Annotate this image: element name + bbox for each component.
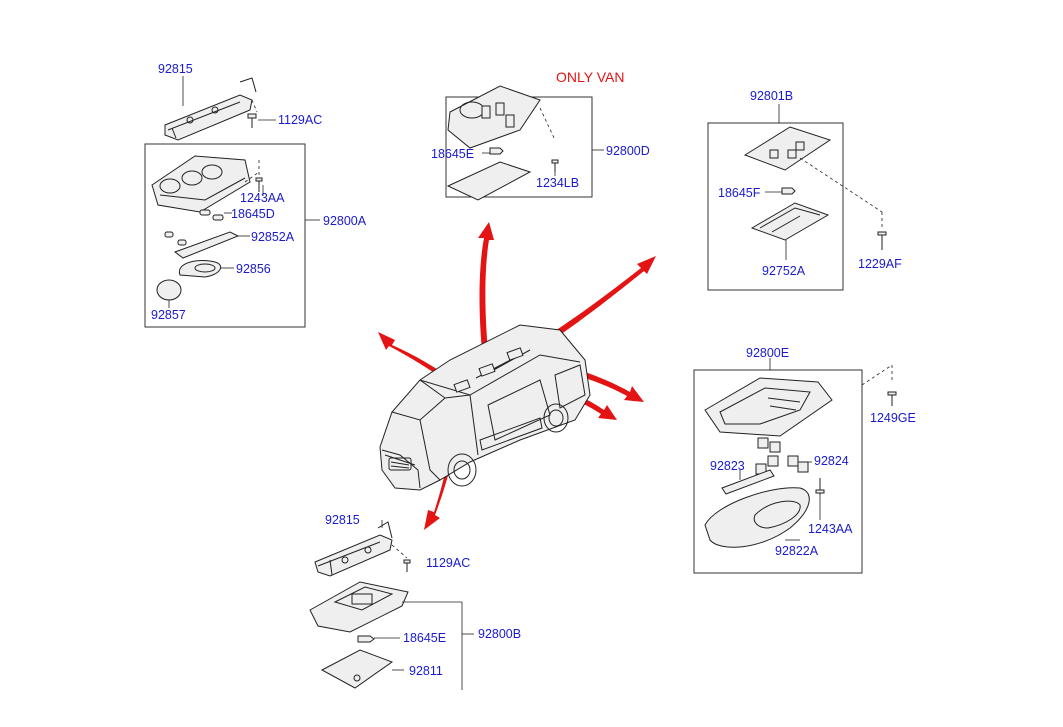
- label-92856: 92856: [236, 262, 271, 276]
- label-18645D: 18645D: [231, 207, 275, 221]
- label-1243AA-left: 1243AA: [240, 191, 285, 205]
- label-18645E-bottom: 18645E: [403, 631, 446, 645]
- label-92852A: 92852A: [251, 230, 295, 244]
- label-1229AF: 1229AF: [858, 257, 902, 271]
- label-92822A: 92822A: [775, 544, 819, 558]
- note-only-van: ONLY VAN: [556, 69, 624, 85]
- label-92752A: 92752A: [762, 264, 806, 278]
- label-18645E-top: 18645E: [431, 147, 474, 161]
- group-92800A: [144, 143, 320, 328]
- label-1249GE: 1249GE: [870, 411, 916, 425]
- label-1129AC-top: 1129AC: [278, 113, 322, 127]
- group-92800B: [309, 581, 474, 690]
- label-92823: 92823: [710, 459, 745, 473]
- label-92800B: 92800B: [478, 627, 521, 641]
- label-92857: 92857: [151, 308, 186, 322]
- van-illustration: [379, 324, 591, 491]
- label-92800E: 92800E: [746, 346, 789, 360]
- group-92815-top: [164, 76, 276, 141]
- label-18645F: 18645F: [718, 186, 761, 200]
- label-1234LB: 1234LB: [536, 176, 579, 190]
- label-92811: 92811: [409, 664, 443, 678]
- group-92801B: [707, 104, 887, 291]
- group-92800D: [445, 85, 604, 201]
- label-92815-bottom: 92815: [325, 513, 360, 527]
- group-92815-bottom: [314, 520, 411, 577]
- label-92800A: 92800A: [323, 214, 367, 228]
- label-92801B: 92801B: [750, 89, 793, 103]
- label-1129AC-bottom: 1129AC: [426, 556, 470, 570]
- label-92815-top: 92815: [158, 62, 193, 76]
- label-1243AA-right: 1243AA: [808, 522, 853, 536]
- label-92800D: 92800D: [606, 144, 650, 158]
- group-92800E: [693, 358, 897, 574]
- label-92824: 92824: [814, 454, 849, 468]
